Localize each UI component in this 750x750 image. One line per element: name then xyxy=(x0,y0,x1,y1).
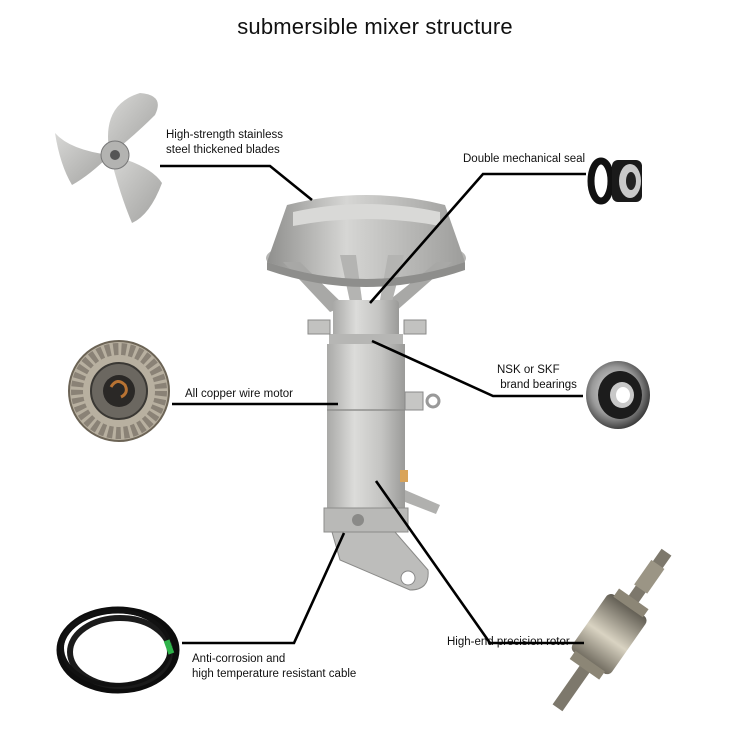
blade-2 xyxy=(55,133,110,185)
label-blades-line2: steel thickened blades xyxy=(166,144,280,156)
rotor-journal xyxy=(634,559,665,594)
label-bearings: NSK or SKF brand bearings xyxy=(497,363,577,393)
bearing-bore xyxy=(616,387,630,403)
diagram-title: submersible mixer structure xyxy=(237,14,513,39)
label-motor-line1: All copper wire motor xyxy=(185,388,294,400)
stator-windings xyxy=(71,343,167,439)
label-seal-line1: Double mechanical seal xyxy=(463,153,586,165)
blade-3 xyxy=(110,155,162,223)
stator-bore xyxy=(103,375,135,407)
rotor-end-left xyxy=(569,650,605,680)
warning-tag xyxy=(400,470,408,482)
copper-lead xyxy=(109,380,128,399)
support-strut-mid xyxy=(340,255,362,302)
propeller-image xyxy=(55,93,162,223)
leader-bearings xyxy=(371,339,583,398)
label-cable-line2: high temperature resistant cable xyxy=(192,668,357,680)
bottom-flange xyxy=(323,507,409,533)
leader-cable xyxy=(182,532,346,645)
bearing-image xyxy=(586,361,650,429)
flange-bolt xyxy=(352,514,364,526)
bracket-hole xyxy=(400,570,416,586)
seal-collar-band xyxy=(329,334,403,346)
leader-rotor xyxy=(374,480,584,645)
seal-bore xyxy=(626,172,636,190)
seal-collar xyxy=(333,300,399,340)
mechanical-seal-image xyxy=(587,157,642,205)
rotor-image xyxy=(552,548,672,712)
label-bearings-line2: brand bearings xyxy=(497,379,577,391)
mixer-assembly xyxy=(266,195,466,591)
lifting-eye xyxy=(425,393,441,409)
leader-blades xyxy=(160,164,313,202)
propeller-hub-bore xyxy=(110,150,120,160)
lifting-bracket xyxy=(404,391,424,411)
leader-seal xyxy=(369,172,586,304)
label-seal: Double mechanical seal xyxy=(463,152,585,167)
cable-tie xyxy=(163,639,175,655)
cable-gland xyxy=(405,490,440,514)
bracket-tab-right xyxy=(403,319,427,335)
bracket-tab-left xyxy=(307,319,331,335)
label-cable-line1: Anti-corrosion and xyxy=(192,653,286,665)
label-blades-line1: High-strength stainless xyxy=(166,129,283,141)
cable-loop-3 xyxy=(60,609,172,687)
rotor-core xyxy=(571,594,647,675)
leader-lines xyxy=(160,164,586,645)
guard-ring-inner xyxy=(293,204,440,226)
motor-housing xyxy=(327,344,405,512)
label-motor: All copper wire motor xyxy=(185,387,293,402)
guard-ring-lip xyxy=(267,262,465,287)
cable-coil-image xyxy=(56,606,180,694)
motor-stator-image xyxy=(68,340,170,442)
seal-oring xyxy=(587,157,615,205)
rotor-end-right xyxy=(613,588,649,618)
label-blades: High-strength stainless steel thickened … xyxy=(166,128,283,158)
label-bearings-line1: NSK or SKF xyxy=(497,364,560,376)
blade-1 xyxy=(108,93,158,155)
label-cable: Anti-corrosion and high temperature resi… xyxy=(192,652,356,682)
